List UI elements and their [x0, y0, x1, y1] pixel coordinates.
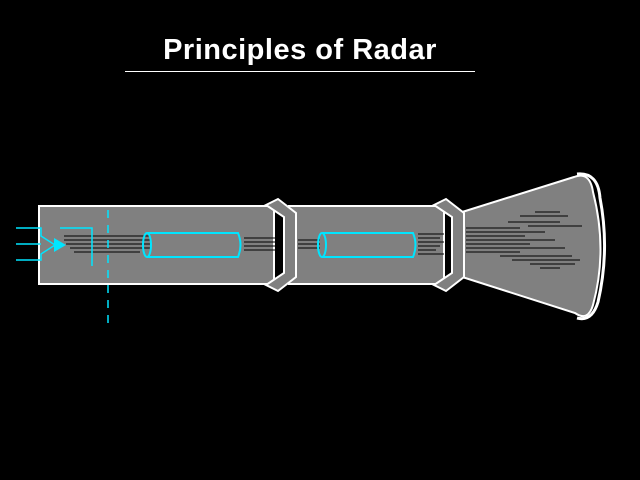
slide-title: Principles of Radar	[163, 34, 437, 66]
title-underline	[125, 71, 475, 72]
anode-cylinder-2	[317, 232, 417, 258]
beam-spread	[466, 211, 582, 269]
clamp-ring-2	[432, 197, 465, 293]
neck-section-2	[288, 205, 445, 285]
neck-section-1	[38, 205, 275, 285]
screen-face	[576, 172, 607, 321]
clamp-ring-1	[264, 197, 297, 293]
cathode	[16, 227, 66, 261]
control-grid	[60, 227, 93, 266]
electron-beam	[64, 233, 444, 255]
tube-funnel	[458, 174, 602, 318]
anode-cylinder-1	[142, 232, 242, 258]
